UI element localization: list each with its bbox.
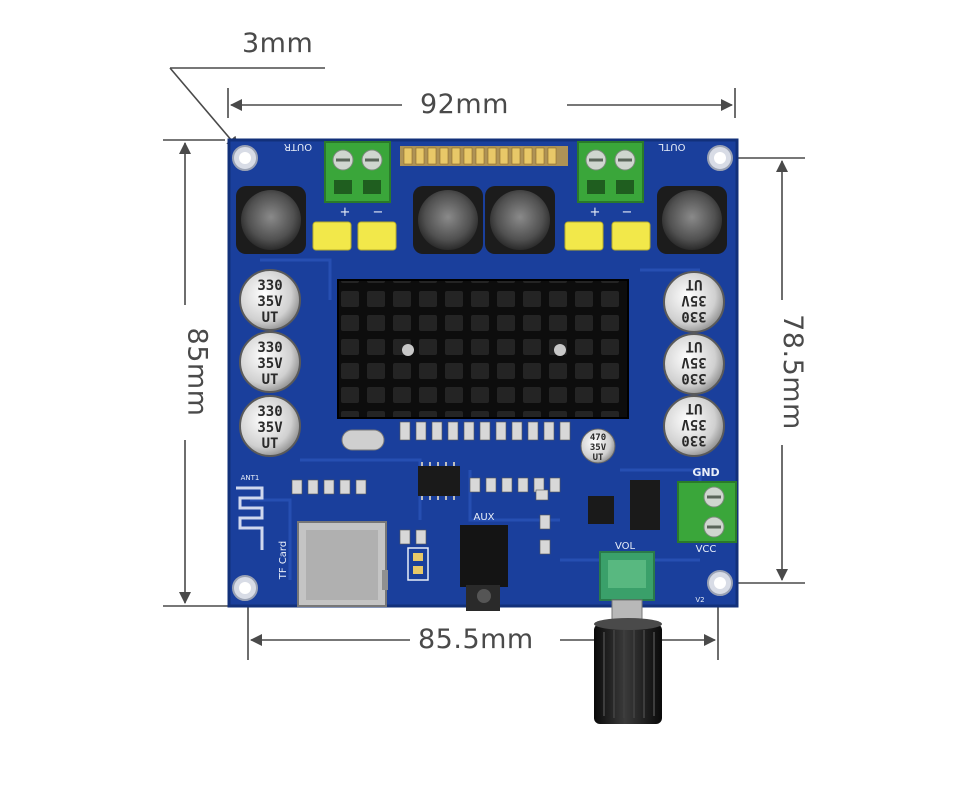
svg-text:UT: UT [593, 453, 604, 463]
capacitor-right-2: 330 35V UT [663, 333, 725, 395]
label-minus-l: − [622, 205, 633, 220]
dim-board-height: 85mm [180, 321, 213, 423]
svg-text:470: 470 [590, 433, 606, 443]
svg-text:330: 330 [257, 278, 282, 294]
svg-text:330: 330 [681, 370, 706, 386]
film-capacitors [312, 221, 651, 251]
capacitor-left-3: 330 35V UT [239, 395, 301, 457]
electrolytic-capacitors: 330 35V UT 330 35V UT 330 35V UT 330 35V… [239, 269, 725, 457]
output-terminal-left [577, 141, 644, 203]
smd-header-strip [400, 146, 568, 166]
pcb-antenna [236, 486, 264, 550]
bluetooth-ic [418, 462, 460, 500]
power-diode [630, 480, 660, 530]
svg-text:35V: 35V [681, 416, 707, 432]
svg-text:UT: UT [262, 310, 279, 326]
aux-jack [460, 525, 508, 611]
label-plus-r: + [340, 205, 351, 220]
label-outr: OUTR [284, 141, 312, 152]
label-v2: V2 [695, 596, 704, 604]
crystal [341, 429, 385, 451]
label-vol: VOL [615, 541, 636, 552]
svg-text:35V: 35V [681, 292, 707, 308]
svg-text:35V: 35V [257, 294, 283, 310]
capacitor-left-2: 330 35V UT [239, 331, 301, 393]
svg-text:330: 330 [681, 432, 706, 448]
svg-text:35V: 35V [681, 354, 707, 370]
svg-text:330: 330 [257, 340, 282, 356]
dim-hole-height: 78.5mm [775, 308, 808, 436]
regulator [588, 496, 614, 524]
capacitor-right-1: 330 35V UT [663, 271, 725, 333]
dim-hole-offset: 3mm [236, 28, 320, 60]
dim-board-width: 92mm [414, 89, 515, 121]
label-outl: OUTL [658, 141, 685, 152]
silkscreen-labels: OUTR OUTL + − + − GND VCC AUX VOL TF Car… [241, 141, 720, 604]
capacitor-left-1: 330 35V UT [239, 269, 301, 331]
svg-text:35V: 35V [257, 356, 283, 372]
label-gnd: GND [692, 466, 719, 479]
svg-text:330: 330 [681, 308, 706, 324]
inductors [236, 186, 727, 254]
label-minus-r: − [373, 205, 384, 220]
small-electrolytic-capacitor: 470 35V UT [580, 428, 616, 464]
svg-text:UT: UT [686, 400, 703, 416]
volume-potentiometer [599, 551, 655, 627]
pin-header [407, 547, 429, 581]
svg-text:UT: UT [262, 372, 279, 388]
tf-card-slot [297, 521, 388, 607]
volume-knob [594, 618, 662, 724]
power-terminal [677, 481, 737, 543]
label-antenna: ANT1 [241, 474, 260, 482]
svg-text:35V: 35V [590, 443, 607, 453]
label-vcc: VCC [696, 544, 717, 555]
label-plus-l: + [590, 205, 601, 220]
label-aux: AUX [473, 512, 494, 523]
heatsink [337, 279, 629, 419]
mounting-holes [232, 145, 733, 601]
label-tf-card: TF Card [278, 541, 289, 580]
dim-hole-width: 85.5mm [412, 624, 540, 656]
svg-text:UT: UT [262, 436, 279, 452]
svg-text:35V: 35V [257, 420, 283, 436]
svg-text:UT: UT [686, 276, 703, 292]
svg-text:330: 330 [257, 404, 282, 420]
svg-text:UT: UT [686, 338, 703, 354]
smd-components [291, 421, 571, 555]
output-terminal-right [324, 141, 391, 203]
capacitor-right-3: 330 35V UT [663, 395, 725, 457]
